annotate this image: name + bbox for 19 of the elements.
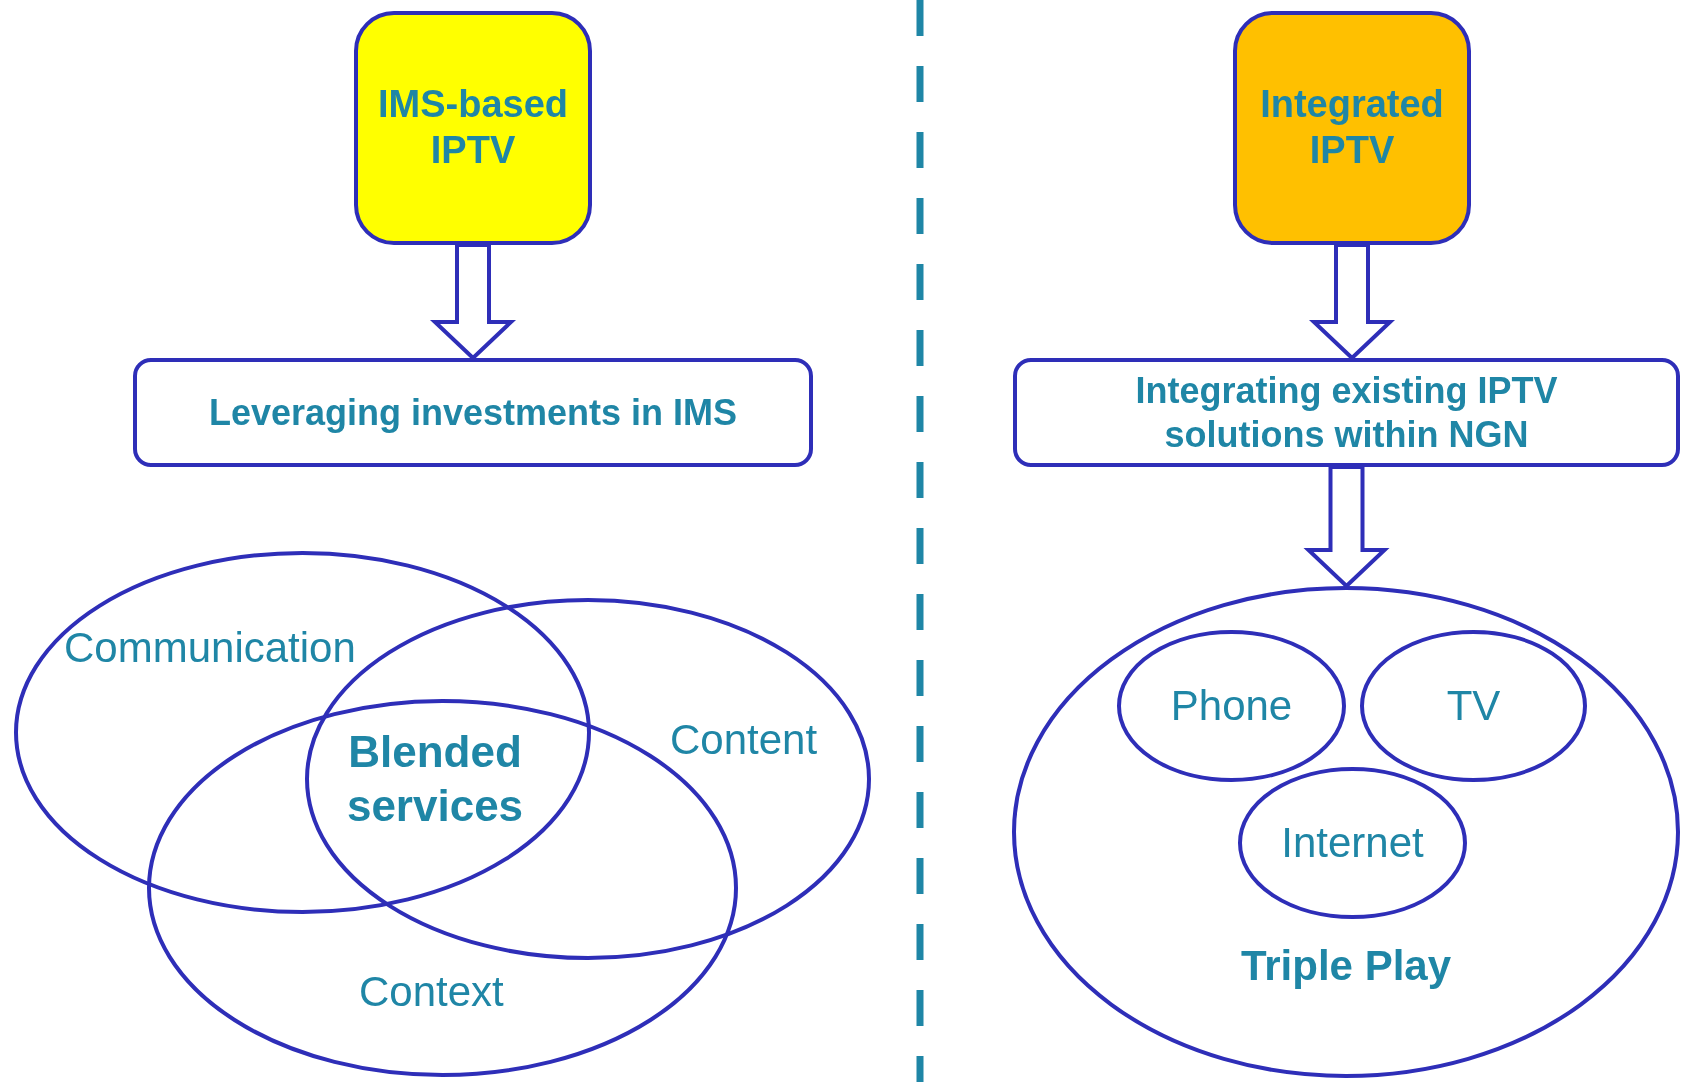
ellipse-label: Context [359,967,504,1017]
ellipse-label: Content [670,715,818,765]
ellipse-label: Triple Play [1239,941,1453,991]
ellipse-label: Phone [1170,680,1293,731]
rounded-box [1233,11,1471,245]
ellipse-label: Communication [64,623,356,673]
box-label: Integrating existing IPTV solutions within NGN [1134,369,1559,456]
box-label: Integrated IPTV [1259,82,1445,173]
overlap-label: Blended services [345,726,525,832]
block-arrow [1309,243,1395,361]
ellipse-label: Internet [1281,817,1424,868]
rounded-box [133,358,813,467]
rounded-box [354,11,592,245]
block-arrow [430,243,516,361]
block-arrow [1303,465,1390,589]
box-label: IMS-based IPTV [376,82,569,173]
box-label: Leveraging investments in IMS [208,390,738,435]
rounded-box [1013,358,1680,467]
ellipse-label: TV [1446,680,1501,731]
